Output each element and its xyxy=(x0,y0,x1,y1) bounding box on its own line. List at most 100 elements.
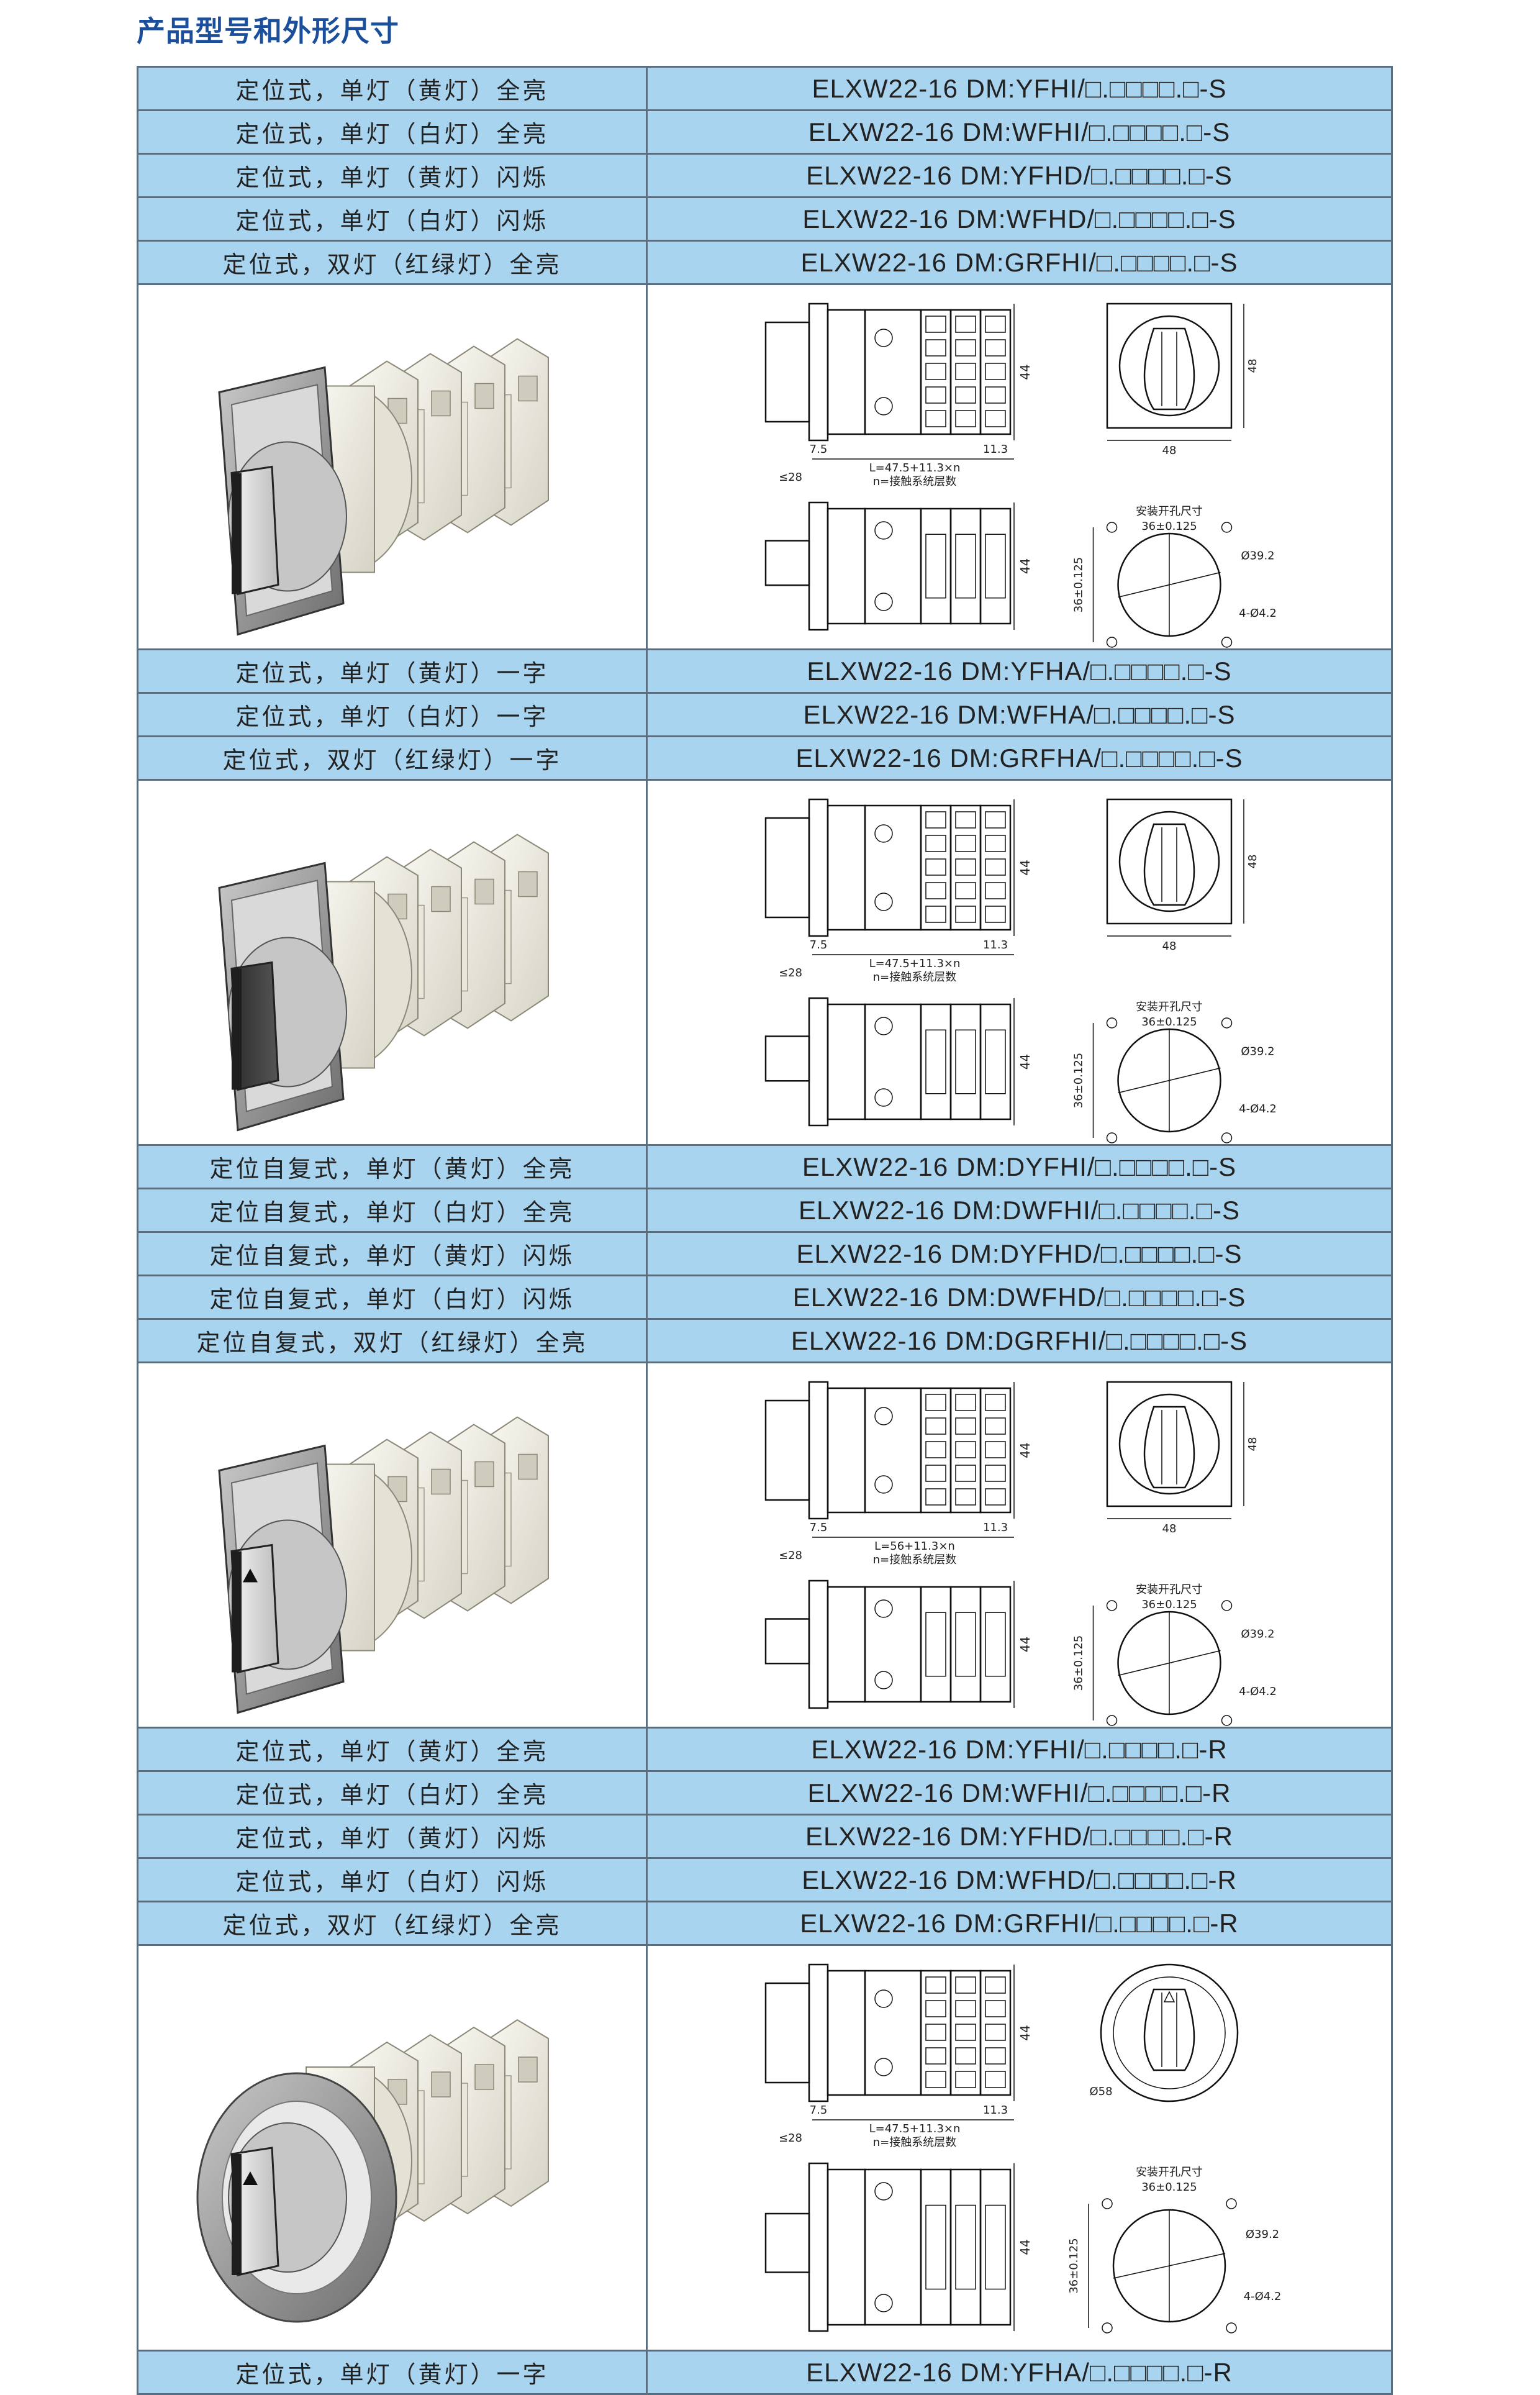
model-number-cell: ELXW22-16 DM:YFHD/□.□□□□.□-R xyxy=(646,1814,1393,1859)
description-cell: 定位式，单灯（黄灯）一字 xyxy=(137,648,648,694)
dimension-label: ≤28 xyxy=(779,966,802,979)
dimension-label: 48 xyxy=(1162,940,1177,953)
dimension-label: 7.5 xyxy=(810,938,828,952)
description-cell: 定位式，单灯（白灯）闪烁 xyxy=(137,1857,648,1902)
dimension-label: n=接触系统层数 xyxy=(873,2136,957,2149)
dimension-label: 安装开孔尺寸 xyxy=(1136,1583,1203,1596)
description-cell: 定位式，单灯（黄灯）闪烁 xyxy=(137,153,648,198)
dimension-label: 11.3 xyxy=(983,1521,1008,1534)
dimension-label: Ø39.2 xyxy=(1241,549,1274,562)
dimension-label: 4-Ø4.2 xyxy=(1239,607,1277,620)
dimension-label: 7.5 xyxy=(810,443,828,456)
description-cell: 定位自复式，单灯（白灯）闪烁 xyxy=(137,1275,648,1320)
dimension-label: 11.3 xyxy=(983,443,1008,456)
dimension-label: Ø39.2 xyxy=(1246,2228,1279,2241)
dimension-label: 48 xyxy=(1246,1437,1259,1452)
dimension-label: 11.3 xyxy=(983,2104,1008,2117)
description-cell: 定位式，双灯（红绿灯）全亮 xyxy=(137,1901,648,1946)
dimension-label: 36±0.125 xyxy=(1141,1016,1197,1029)
description-cell: 定位自复式，单灯（黄灯）全亮 xyxy=(137,1144,648,1189)
description-cell: 定位式，单灯（黄灯）闪烁 xyxy=(137,1814,648,1859)
dimension-label: n=接触系统层数 xyxy=(873,1553,957,1566)
model-number-cell: ELXW22-16 DM:WFHI/□.□□□□.□-S xyxy=(646,109,1393,155)
switch-product-image xyxy=(218,834,549,1132)
dimension-label: 安装开孔尺寸 xyxy=(1136,2166,1203,2179)
description-cell: 定位式，单灯（白灯）一字 xyxy=(137,692,648,737)
dimension-label: L=47.5+11.3×n xyxy=(869,957,961,970)
description-cell: 定位式，单灯（黄灯）全亮 xyxy=(137,1727,648,1772)
description-cell: 定位式，双灯（红绿灯）全亮 xyxy=(137,240,648,285)
dimension-label: ≤28 xyxy=(779,471,802,484)
model-number-cell: ELXW22-16 DM:WFHA/□.□□□□.□-S xyxy=(646,692,1393,737)
dimension-label: 44 xyxy=(1018,1054,1033,1070)
model-number-cell: ELXW22-16 DM:WFHI/□.□□□□.□-R xyxy=(646,1770,1393,1816)
model-number-cell: ELXW22-16 DM:DGRFHI/□.□□□□.□-S xyxy=(646,1318,1393,1363)
dimension-label: ≤28 xyxy=(779,2132,802,2145)
dimension-label: L=47.5+11.3×n xyxy=(869,461,961,475)
dimension-label: ≤28 xyxy=(779,1549,802,1562)
dimension-label: 36±0.125 xyxy=(1141,2181,1197,2194)
description-cell: 定位式，单灯（黄灯）一字 xyxy=(137,2350,648,2395)
dimension-label: 44 xyxy=(1018,2025,1033,2040)
dimension-label: 36±0.125 xyxy=(1141,1598,1197,1611)
switch-product-image xyxy=(196,2019,549,2323)
product-render-cell xyxy=(137,1361,648,1729)
model-number-cell: ELXW22-16 DM:YFHI/□.□□□□.□-S xyxy=(646,66,1393,111)
dimension-label: 44 xyxy=(1018,2239,1033,2255)
model-number-cell: ELXW22-16 DM:DYFHD/□.□□□□.□-S xyxy=(646,1231,1393,1276)
dimension-label: 36±0.125 xyxy=(1072,1053,1085,1109)
dimension-label: 44 xyxy=(1018,1637,1033,1652)
dimension-label: 7.5 xyxy=(810,1521,828,1534)
dimension-label: 36±0.125 xyxy=(1067,2238,1080,2294)
dimension-label: 44 xyxy=(1018,558,1033,574)
model-number-cell: ELXW22-16 DM:YFHA/□.□□□□.□-R xyxy=(646,2350,1393,2395)
dimension-label: n=接触系统层数 xyxy=(873,971,957,984)
dimension-label: 4-Ø4.2 xyxy=(1239,1102,1277,1116)
model-number-cell: ELXW22-16 DM:YFHI/□.□□□□.□-R xyxy=(646,1727,1393,1772)
dimension-label: 4-Ø4.2 xyxy=(1239,1685,1277,1698)
dimension-label: 48 xyxy=(1246,855,1259,869)
model-number-cell: ELXW22-16 DM:YFHD/□.□□□□.□-S xyxy=(646,153,1393,198)
model-number-cell: ELXW22-16 DM:YFHA/□.□□□□.□-S xyxy=(646,648,1393,694)
product-render-cell xyxy=(137,283,648,650)
dimension-label: 安装开孔尺寸 xyxy=(1136,1001,1203,1014)
dimension-label: 44 xyxy=(1018,1442,1033,1458)
dimension-label: 安装开孔尺寸 xyxy=(1136,505,1203,518)
description-cell: 定位式，单灯（白灯）全亮 xyxy=(137,109,648,155)
description-cell: 定位式，单灯（白灯）闪烁 xyxy=(137,196,648,242)
model-number-cell: ELXW22-16 DM:DWFHI/□.□□□□.□-S xyxy=(646,1188,1393,1233)
dimension-label: 36±0.125 xyxy=(1072,1635,1085,1691)
model-number-cell: ELXW22-16 DM:WFHD/□.□□□□.□-R xyxy=(646,1857,1393,1902)
dimension-label: 36±0.125 xyxy=(1141,520,1197,533)
dimension-label: 44 xyxy=(1018,860,1033,875)
dimension-label: n=接触系统层数 xyxy=(873,475,957,488)
switch-product-image xyxy=(218,1416,549,1714)
dimension-label: L=56+11.3×n xyxy=(874,1540,955,1553)
dimension-label: L=47.5+11.3×n xyxy=(869,2122,961,2135)
technical-drawing: 44L=47.5+11.3×nn=接触系统层数7.5≤2811.344Ø58安装… xyxy=(764,1963,1281,2334)
technical-drawing: 44L=56+11.3×nn=接触系统层数7.5≤2811.3444848安装开… xyxy=(764,1381,1277,1726)
dimension-label: 36±0.125 xyxy=(1072,557,1085,613)
product-render-cell xyxy=(137,779,648,1146)
dimension-label: Ø39.2 xyxy=(1241,1627,1274,1640)
description-cell: 定位自复式，单灯（白灯）全亮 xyxy=(137,1188,648,1233)
